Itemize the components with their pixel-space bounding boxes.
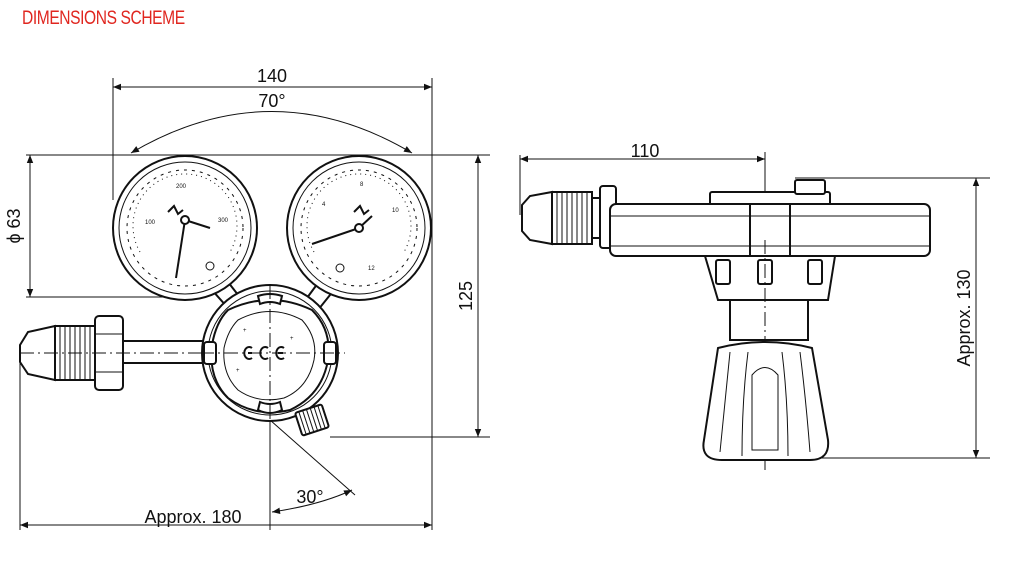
dimension-approx-180: Approx. 180 <box>20 507 432 529</box>
dim-125-label: 125 <box>456 281 476 311</box>
right-gauge-needle <box>311 227 360 245</box>
left-gauge-number-2: 200 <box>176 184 187 190</box>
left-gauge-number-1: 100 <box>145 220 156 226</box>
right-gauge-number-2: 8 <box>360 182 364 188</box>
right-gauge-number-1: 4 <box>322 202 326 208</box>
plus-mark: + <box>243 328 247 334</box>
left-gauge-emblem <box>167 204 184 216</box>
side-adjusting-knob <box>702 341 830 461</box>
outlet-connection <box>294 403 330 437</box>
regulator-body: + + + <box>200 284 345 422</box>
right-gauge: 4 8 10 12 <box>286 155 432 301</box>
plus-mark-3: + <box>236 368 240 374</box>
side-inlet-connection <box>521 185 617 249</box>
left-gauge: 100 200 300 <box>112 155 258 301</box>
dimension-30-degrees: 30° <box>271 487 353 515</box>
dim-130-label: Approx. 130 <box>954 269 974 366</box>
dimension-phi-63: ϕ 63 <box>4 155 34 297</box>
left-gauge-number-3: 300 <box>218 218 229 224</box>
dimension-110: 110 <box>520 141 765 163</box>
plus-mark-2: + <box>290 336 294 342</box>
dim-phi-63-label: ϕ 63 <box>4 208 24 243</box>
front-view: 140 70° ϕ 63 125 Approx. 180 30° <box>4 66 490 530</box>
side-regulator-body <box>609 179 931 470</box>
side-view: 110 Approx. 130 <box>519 141 990 470</box>
inlet-connection <box>19 315 215 391</box>
dimension-approx-130: Approx. 130 <box>954 178 980 458</box>
dimension-70-degrees: 70° <box>130 91 413 154</box>
dim-140-label: 140 <box>257 66 287 86</box>
dim-70-label: 70° <box>258 91 285 111</box>
dim-180-label: Approx. 180 <box>144 507 241 527</box>
dim-110-label: 110 <box>631 141 660 161</box>
dimension-125: 125 <box>456 155 482 437</box>
right-gauge-number-4: 12 <box>368 266 375 272</box>
extension-lines <box>19 78 490 530</box>
dimension-140: 140 <box>113 66 432 91</box>
right-gauge-emblem <box>353 204 370 216</box>
dim-30-label: 30° <box>296 487 323 507</box>
left-gauge-needle <box>175 219 186 279</box>
right-gauge-number-3: 10 <box>392 208 399 214</box>
diagram-title: DIMENSIONS SCHEME <box>22 8 185 29</box>
